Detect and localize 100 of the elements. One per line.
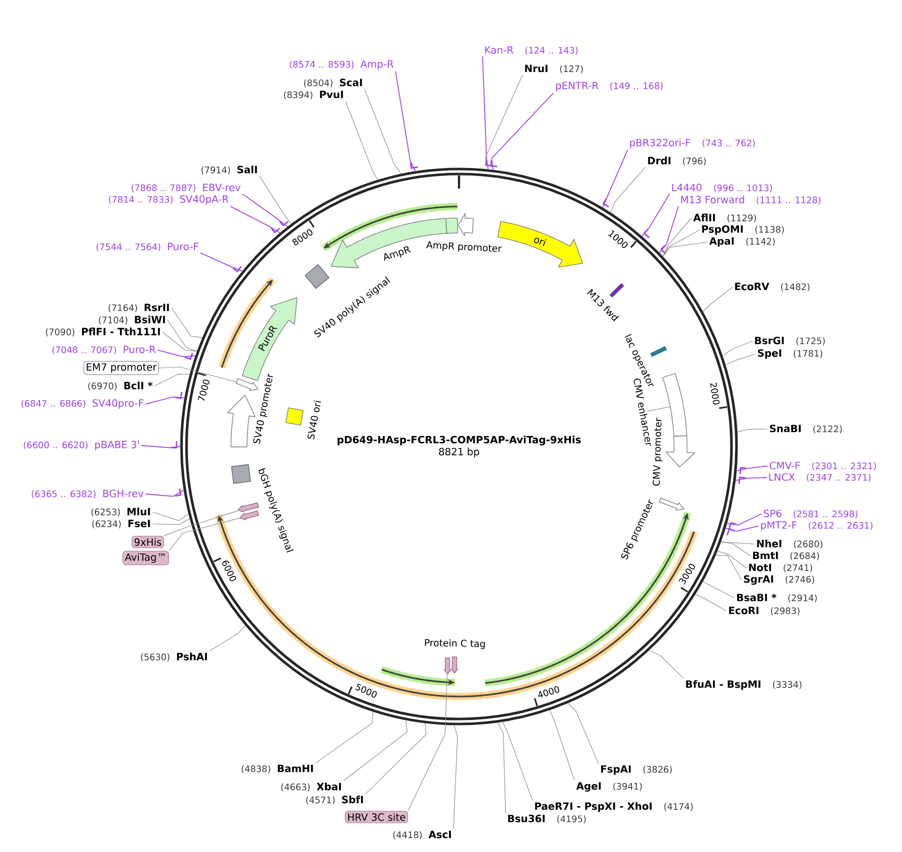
leader-line: [725, 526, 759, 532]
leader-line: [498, 722, 506, 814]
leader-line: [602, 150, 628, 208]
feature-block: [236, 378, 258, 392]
site-label: (4571) SbfI: [306, 796, 363, 804]
leader-line: [408, 674, 448, 812]
site-label: BsrGI (1725): [755, 336, 825, 346]
leader-line: [168, 518, 240, 552]
leader-line: [641, 194, 670, 237]
site-label: SnaBI (2122): [770, 424, 842, 434]
leader-line: [171, 308, 203, 338]
feature-label: Protein C tag: [424, 639, 485, 650]
site-label: Bsu36I (4195): [508, 814, 586, 824]
leader-line: [145, 490, 184, 497]
site-label: (7914) SalI: [202, 166, 257, 174]
site-label: BsaBI * (2914): [737, 594, 817, 602]
leader-line: [365, 722, 426, 794]
leader-line: [145, 396, 185, 404]
leader-line: [484, 74, 523, 170]
feature-block: [238, 502, 259, 512]
site-label: BmtI (2684): [753, 552, 819, 560]
leader-line: [230, 206, 280, 234]
site-label: EcoRV (1482): [735, 282, 810, 292]
site-label: (7104) BsiWI: [98, 316, 165, 324]
site-label: (6234) FseI: [92, 520, 150, 528]
leader-line: [726, 514, 762, 526]
tick-label: 4000: [538, 686, 560, 698]
primer-label: (6365 .. 6382) BGH-rev: [32, 490, 144, 498]
leader-line: [702, 286, 733, 312]
feature-tag: EM7 promoter: [84, 361, 159, 375]
site-label: (7164) RsrII: [108, 304, 169, 312]
feature-tag: AviTag™: [122, 550, 169, 566]
leader-line: [242, 194, 288, 228]
site-label: (4663) XbaI: [281, 782, 341, 792]
leader-line: [502, 722, 533, 801]
leader-line: [722, 340, 753, 356]
site-label: BfuAI - BspMI (3334): [686, 680, 802, 690]
leader-line: [453, 724, 458, 830]
leader-line: [648, 650, 684, 679]
leader-line: [162, 332, 198, 352]
leader-line: [152, 518, 190, 525]
leader-line: [395, 70, 416, 172]
site-label: NruI (127): [525, 64, 583, 74]
leader-line: [315, 711, 374, 764]
leader-line: [715, 555, 742, 580]
primer-label: Kan-R (124 .. 143): [485, 46, 578, 55]
leader-line: [209, 625, 246, 652]
site-label: (6970) BclI *: [88, 382, 153, 390]
site-label: (4838) BamHI: [242, 764, 313, 774]
primer-label: (7048 .. 7067) Puro-R: [52, 346, 156, 354]
site-label: NheI (2680): [757, 540, 822, 548]
leader-line: [364, 88, 402, 174]
tick-label: 2000: [710, 382, 720, 404]
primer-label: LNCX (2347 .. 2371): [769, 473, 871, 482]
feature-block: [444, 658, 452, 674]
feature-tag: HRV 3C site: [344, 810, 408, 824]
leader-line: [164, 510, 238, 536]
leader-line: [482, 56, 489, 170]
primer-label: pBR322ori-F (743 .. 762): [630, 138, 755, 148]
feature-tag: 9xHis: [132, 536, 164, 548]
leader-line: [695, 594, 727, 612]
primer-label: (7544 .. 7564) Puro-F: [96, 242, 198, 252]
feature-block: [240, 510, 259, 520]
feature-label: CMV promoter: [652, 418, 662, 486]
leader-line: [345, 100, 378, 180]
leader-line: [659, 206, 679, 254]
feature-block: [458, 213, 474, 236]
primer-label: SP6 (2581 .. 2598): [764, 510, 858, 518]
leader-line: [702, 581, 735, 598]
site-label: (8394) PvuI: [284, 90, 343, 100]
leader-line: [200, 252, 243, 272]
site-label: (4418) AscI: [393, 830, 451, 840]
leader-line: [167, 320, 198, 352]
leader-line: [720, 542, 751, 556]
primer-label: (7868 .. 7887) EBV-rev: [132, 184, 241, 192]
leader-line: [737, 428, 768, 432]
primer-label: (8574 .. 8593) Amp-R: [290, 60, 394, 70]
leader-line: [141, 445, 181, 448]
leader-line: [736, 466, 768, 472]
primer-label: (6600 .. 6620) pBABE 3': [24, 440, 139, 450]
feature-label: AmpR: [384, 246, 411, 261]
site-label: PspOMI (1138): [702, 225, 784, 235]
site-label: (8504) ScaI: [304, 78, 362, 88]
leader-line: [610, 166, 646, 213]
leader-line: [725, 354, 756, 366]
leader-line: [154, 374, 190, 386]
site-label: NotI (2741): [749, 564, 812, 572]
leader-line: [717, 550, 747, 568]
leader-line: [152, 512, 189, 521]
leader-line: [343, 720, 408, 782]
leader-line: [157, 350, 196, 358]
leader-line: [662, 230, 700, 257]
site-label: FspAI (3826): [601, 765, 672, 775]
leader-line: [720, 542, 755, 544]
leader-line: [491, 92, 554, 170]
leader-line: [158, 366, 237, 382]
feature-box: [231, 464, 251, 484]
site-label: PaeR7I - PspXI - XhoI (4174): [535, 802, 693, 812]
site-label: (7090) PflFI - Tth111I: [46, 328, 160, 336]
primer-label: pENTR-R (149 .. 168): [556, 82, 663, 92]
